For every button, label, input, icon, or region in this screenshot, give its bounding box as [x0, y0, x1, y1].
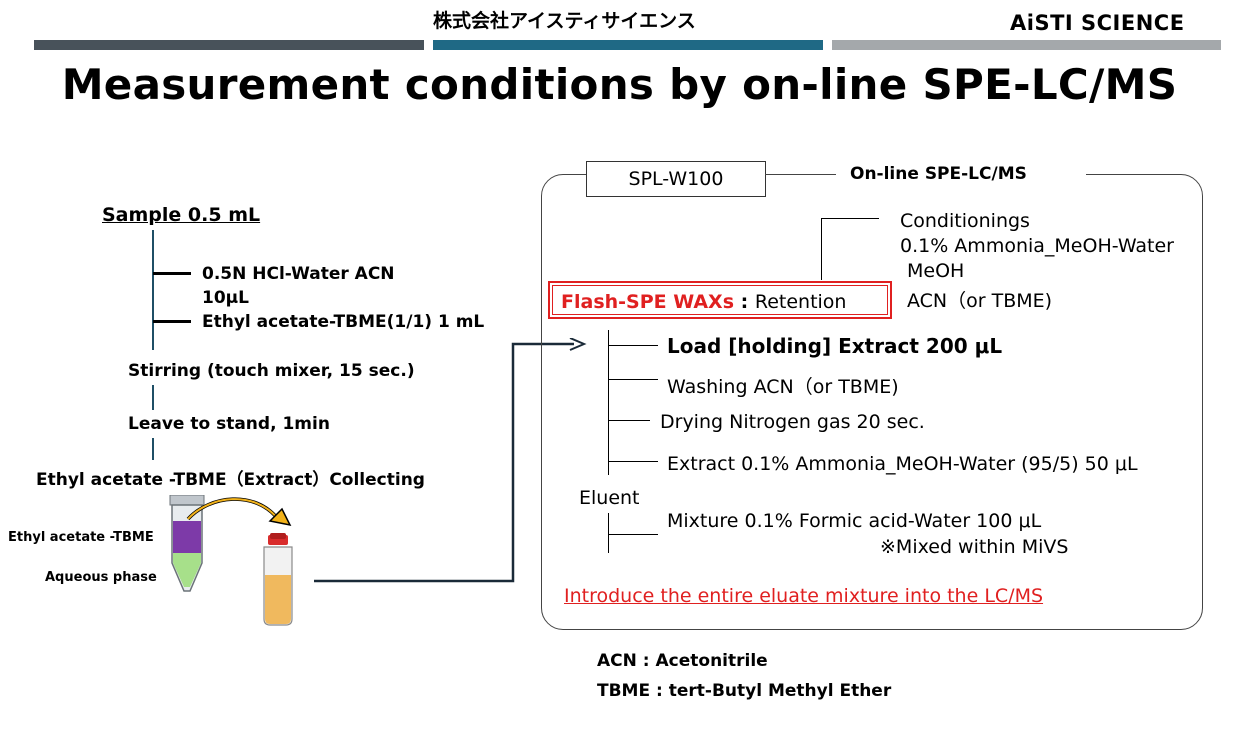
- company-name-jp: 株式会社アイスティサイエンス: [433, 10, 696, 32]
- eluent-mixture-note: ※Mixed within MiVS: [880, 536, 1069, 558]
- reagent-hcl: 0.5N HCl-Water ACN: [202, 264, 395, 284]
- vial-icon: [263, 533, 293, 626]
- device-name-box: [586, 161, 766, 197]
- flow-branch-2: [153, 320, 191, 323]
- cartridge-box: [548, 281, 892, 319]
- header-bar-left: [34, 40, 424, 50]
- transfer-arrowhead-icon: [268, 507, 292, 527]
- step-load: Load [holding] Extract 200 μL: [667, 334, 1003, 358]
- step-extract: Extract 0.1% Ammonia_MeOH-Water (95/5) 5…: [667, 453, 1138, 475]
- tube-label-organic: Ethyl acetate -TBME: [8, 530, 154, 545]
- tube-label-aqueous: Aqueous phase: [45, 570, 157, 585]
- stirring-step: Stirring (touch mixer, 15 sec.): [128, 361, 415, 381]
- step-branch-1: [608, 345, 658, 346]
- conditioning-connector-h: [821, 218, 879, 219]
- leave-step: Leave to stand, 1min: [128, 414, 330, 434]
- steps-trunk: [608, 330, 609, 475]
- step-branch-2: [608, 379, 658, 380]
- flow-line-mid: [152, 385, 154, 410]
- centrifuge-tube-icon: [169, 495, 205, 592]
- cartridge-label: Flash-SPE WAXs : Retention: [561, 291, 846, 313]
- company-logo: AiSTI SCIENCE: [1010, 11, 1185, 35]
- eluent-label: Eluent: [579, 487, 640, 509]
- introduce-note: Introduce the entire eluate mixture into…: [564, 585, 1044, 607]
- device-name: SPL-W100: [628, 168, 724, 190]
- conditioning-connector-v: [821, 218, 822, 280]
- device-title-connector: [765, 174, 835, 175]
- step-drying: Drying Nitrogen gas 20 sec.: [660, 411, 925, 433]
- header-bar-right: [832, 40, 1221, 50]
- step-branch-3: [608, 420, 650, 421]
- step-branch-4: [608, 461, 658, 462]
- reagent-ethyl-acetate: Ethyl acetate-TBME(1/1) 1 mL: [202, 312, 485, 332]
- conditionings-title: Conditionings: [900, 210, 1030, 232]
- panel-title-bg: [836, 160, 1086, 188]
- step-washing: Washing ACN（or TBME): [667, 376, 899, 398]
- header-bar-middle: [433, 40, 823, 50]
- cartridge-separator: :: [734, 291, 755, 313]
- connector-arrow: [314, 338, 587, 583]
- eluent-trunk: [608, 513, 609, 553]
- abbreviation-acn: ACN : Acetonitrile: [597, 651, 768, 671]
- conditioning-item-2: MeOH: [907, 260, 965, 282]
- reagent-hcl-volume: 10μL: [202, 288, 249, 308]
- eluent-branch: [608, 534, 658, 535]
- flow-line-top: [152, 230, 154, 350]
- cartridge-role: Retention: [754, 291, 847, 313]
- collecting-step: Ethyl acetate -TBME（Extract）Collecting: [36, 470, 425, 490]
- abbreviation-tbme: TBME : tert-Butyl Methyl Ether: [597, 681, 892, 701]
- flow-line-bottom: [152, 438, 154, 460]
- conditioning-item-3: ACN（or TBME): [907, 290, 1053, 312]
- transfer-arrow-icon-outline: [187, 498, 279, 520]
- panel-title: On-line SPE-LC/MS: [850, 164, 1027, 184]
- cartridge-name: Flash-SPE WAXs: [561, 291, 735, 313]
- sample-label: Sample 0.5 mL: [102, 204, 261, 226]
- eluent-mixture: Mixture 0.1% Formic acid-Water 100 μL: [667, 510, 1042, 532]
- tube-vial-illustration: [169, 495, 293, 626]
- page-title: Measurement conditions by on-line SPE-LC…: [61, 60, 1178, 109]
- flow-branch-1: [153, 272, 191, 275]
- conditioning-item-1: 0.1% Ammonia_MeOH-Water: [900, 235, 1174, 257]
- connector-arrowhead-icon: [569, 338, 587, 351]
